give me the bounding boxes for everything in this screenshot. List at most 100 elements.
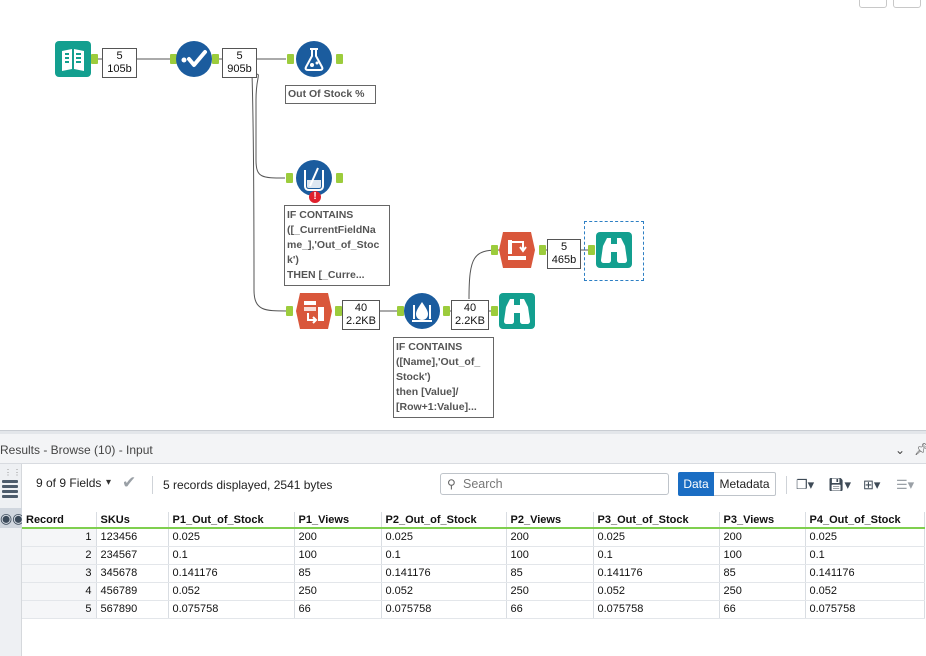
data-tab-button[interactable]: Data: [678, 472, 714, 496]
table-cell[interactable]: 123456: [96, 528, 169, 547]
table-cell[interactable]: 250: [506, 582, 594, 601]
input-anchor[interactable]: [588, 245, 595, 255]
table-cell[interactable]: 0.141176: [805, 564, 925, 583]
copy-icon[interactable]: ❐▾: [796, 477, 815, 492]
column-header[interactable]: Record: [22, 512, 97, 529]
record-number-cell[interactable]: 3: [22, 564, 97, 583]
column-header[interactable]: P3_Out_of_Stock: [593, 512, 720, 529]
table-cell[interactable]: 200: [719, 528, 806, 547]
input-anchor[interactable]: [286, 306, 293, 316]
column-header[interactable]: P2_Views: [506, 512, 594, 529]
table-cell[interactable]: 0.052: [593, 582, 720, 601]
menu-icon[interactable]: ☰▾: [896, 477, 915, 492]
text-input-tool[interactable]: [55, 41, 91, 77]
chevron-down-icon[interactable]: ⌄: [895, 443, 906, 457]
pin-icon[interactable]: 📌︎: [914, 442, 926, 456]
search-input[interactable]: ⚲ Search: [440, 473, 669, 495]
table-cell[interactable]: 0.141176: [593, 564, 720, 583]
column-header[interactable]: P3_Views: [719, 512, 806, 529]
table-cell[interactable]: 345678: [96, 564, 169, 583]
record-number-cell[interactable]: 4: [22, 582, 97, 601]
save-icon[interactable]: 💾︎▾: [828, 477, 852, 492]
list-view-icon[interactable]: [2, 480, 18, 500]
table-cell[interactable]: 0.052: [805, 582, 925, 601]
table-cell[interactable]: 100: [506, 546, 594, 565]
table-cell[interactable]: 0.075758: [168, 600, 295, 619]
checkmark-icon[interactable]: ✔: [122, 473, 137, 492]
table-cell[interactable]: 0.075758: [593, 600, 720, 619]
output-anchor[interactable]: [212, 54, 219, 64]
table-cell[interactable]: 0.025: [805, 528, 925, 547]
table-cell[interactable]: 85: [506, 564, 594, 583]
column-header[interactable]: P2_Out_of_Stock: [381, 512, 507, 529]
multi-field-formula-tool[interactable]: [296, 160, 332, 196]
table-cell[interactable]: 66: [719, 600, 806, 619]
column-header[interactable]: P1_Views: [294, 512, 382, 529]
multi-row-formula-tool[interactable]: [404, 293, 440, 329]
table-cell[interactable]: 0.1: [593, 546, 720, 565]
browse-tool-1[interactable]: [499, 293, 535, 329]
input-anchor[interactable]: [287, 54, 294, 64]
canvas-corner-button-2[interactable]: [893, 0, 921, 8]
grip-icon[interactable]: ⋮⋮: [4, 468, 22, 477]
table-cell[interactable]: 567890: [96, 600, 169, 619]
binoculars-icon[interactable]: ◉◉: [0, 508, 25, 528]
input-anchor[interactable]: [491, 245, 498, 255]
table-cell[interactable]: 456789: [96, 582, 169, 601]
output-anchor[interactable]: [91, 54, 98, 64]
input-anchor[interactable]: [491, 306, 498, 316]
table-cell[interactable]: 0.052: [381, 582, 507, 601]
table-cell[interactable]: 85: [294, 564, 382, 583]
caret-down-icon[interactable]: ▾: [106, 477, 112, 488]
output-anchor[interactable]: [336, 54, 343, 64]
select-tool[interactable]: [176, 41, 212, 77]
table-cell[interactable]: 0.1: [805, 546, 925, 565]
table-cell[interactable]: 0.141176: [168, 564, 295, 583]
column-header[interactable]: P1_Out_of_Stock: [168, 512, 295, 529]
input-anchor[interactable]: [286, 173, 293, 183]
table-cell[interactable]: 0.052: [168, 582, 295, 601]
output-anchor[interactable]: [539, 245, 546, 255]
browse-tool-2[interactable]: [596, 232, 632, 268]
table-cell[interactable]: 0.1: [381, 546, 507, 565]
table-cell[interactable]: 200: [294, 528, 382, 547]
table-cell[interactable]: 0.025: [381, 528, 507, 547]
cross-tab-tool[interactable]: [499, 232, 535, 268]
table-cell[interactable]: 66: [294, 600, 382, 619]
table-cell[interactable]: 0.141176: [381, 564, 507, 583]
add-column-icon[interactable]: ⊞▾: [863, 477, 881, 492]
panel-divider[interactable]: [0, 430, 926, 434]
table-cell[interactable]: 0.075758: [381, 600, 507, 619]
table-cell[interactable]: 100: [294, 546, 382, 565]
canvas-corner-button-1[interactable]: [859, 0, 887, 8]
table-cell[interactable]: 0.075758: [805, 600, 925, 619]
column-header[interactable]: P4_Out_of_Stock: [805, 512, 925, 529]
output-anchor[interactable]: [443, 306, 450, 316]
table-cell[interactable]: 66: [506, 600, 594, 619]
table-cell[interactable]: 250: [719, 582, 806, 601]
table-cell[interactable]: 234567: [96, 546, 169, 565]
fields-selector[interactable]: 9 of 9 Fields: [36, 476, 102, 490]
input-anchor[interactable]: [397, 306, 404, 316]
table-cell[interactable]: 100: [719, 546, 806, 565]
table-cell[interactable]: 0.025: [168, 528, 295, 547]
column-header[interactable]: SKUs: [96, 512, 169, 529]
formula-tool[interactable]: [296, 41, 332, 77]
table-cell[interactable]: 250: [294, 582, 382, 601]
transpose-tool[interactable]: [296, 293, 332, 329]
table-cell[interactable]: 200: [506, 528, 594, 547]
table-cell[interactable]: 0.1: [168, 546, 295, 565]
record-number-cell[interactable]: 1: [22, 528, 97, 547]
record-number-cell[interactable]: 2: [22, 546, 97, 565]
record-number-cell[interactable]: 5: [22, 600, 97, 619]
metadata-tab-button[interactable]: Metadata: [714, 472, 776, 496]
input-anchor[interactable]: [170, 54, 177, 64]
table-cell[interactable]: 85: [719, 564, 806, 583]
output-anchor[interactable]: [336, 173, 343, 183]
